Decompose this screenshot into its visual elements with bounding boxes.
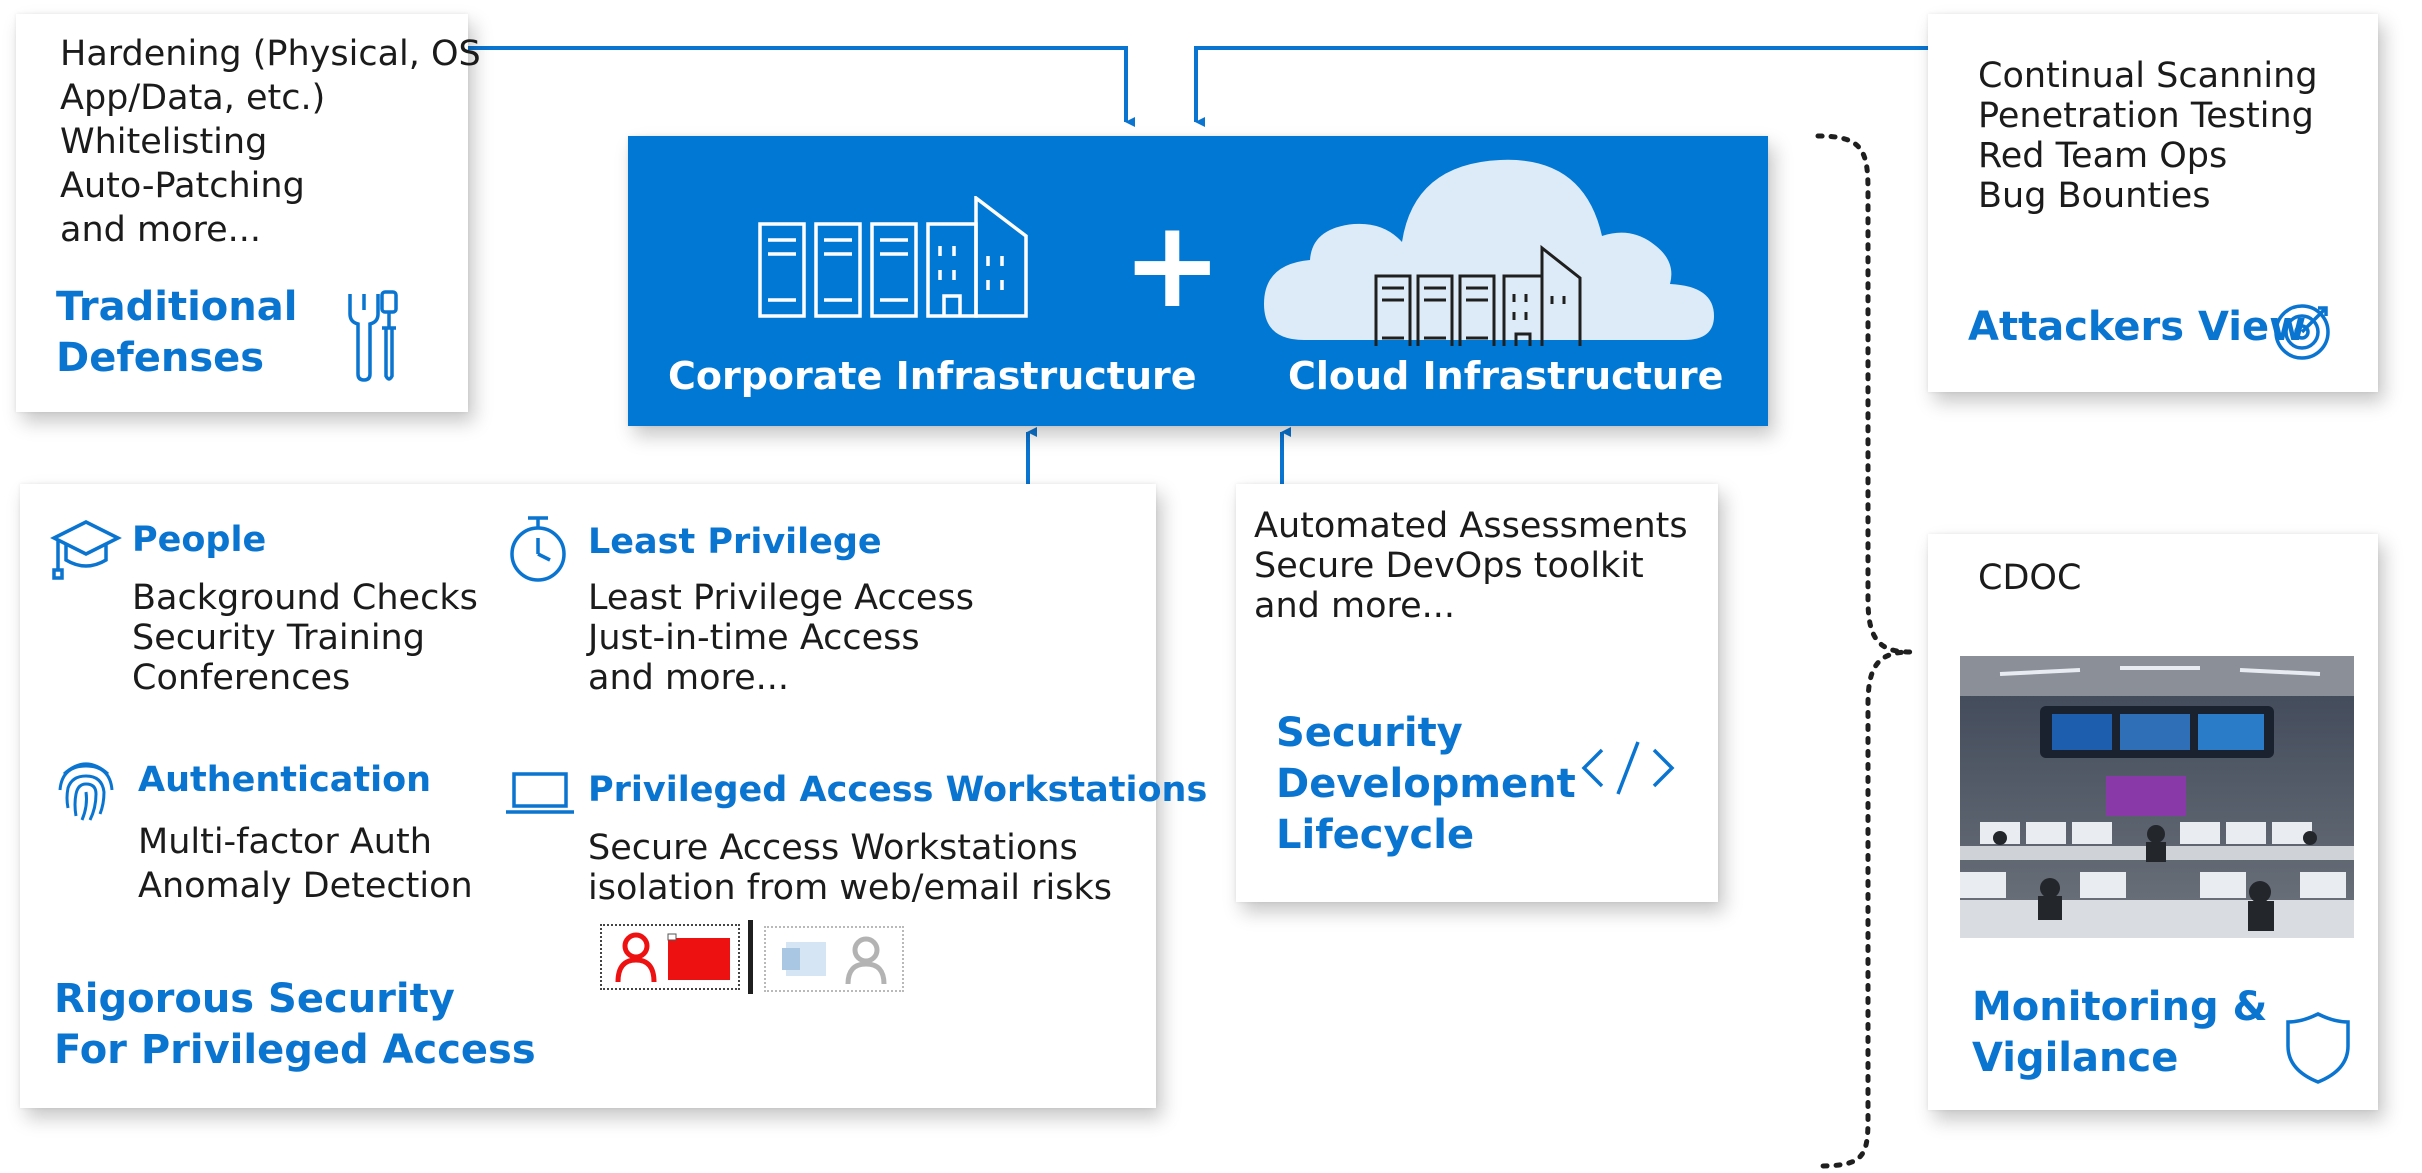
list-item: Auto-Patching: [60, 166, 305, 206]
least-privilege-list: Least Privilege Access Just-in-time Acce…: [588, 578, 974, 698]
list-item: Bug Bounties: [1978, 176, 2211, 216]
traditional-defenses-title: Traditional Defenses: [56, 282, 297, 384]
cdoc-photo: [1960, 656, 2354, 938]
attackers-view-card: Continual Scanning Penetration Testing R…: [1928, 14, 2378, 392]
list-item: Just-in-time Access: [588, 618, 920, 658]
attackers-view-title: Attackers View: [1968, 304, 2307, 350]
title-line: Vigilance: [1972, 1035, 2179, 1081]
plus-sign: +: [1122, 196, 1223, 335]
title-line: Rigorous Security: [54, 976, 455, 1022]
list-item: Red Team Ops: [1978, 136, 2228, 176]
list-item: Penetration Testing: [1978, 96, 2314, 136]
list-item: Secure DevOps toolkit: [1254, 546, 1644, 586]
monitoring-brace: [1815, 133, 1911, 1169]
target-icon: [2274, 304, 2330, 360]
sdl-title: Security Development Lifecycle: [1276, 708, 1576, 861]
list-item: Hardening (Physical, OS: [60, 34, 481, 74]
title-line: Monitoring &: [1972, 984, 2268, 1030]
authentication-title: Authentication: [138, 760, 432, 800]
list-item: Least Privilege Access: [588, 578, 974, 618]
corporate-infrastructure-label: Corporate Infrastructure: [668, 354, 1197, 398]
least-privilege-title: Least Privilege: [588, 522, 882, 562]
title-line: Traditional: [56, 284, 298, 330]
list-item: Automated Assessments: [1254, 506, 1688, 546]
graduation-cap-icon: [50, 520, 122, 580]
tools-icon: [348, 290, 398, 382]
sdl-list: Automated Assessments Secure DevOps tool…: [1254, 506, 1688, 626]
list-item: Whitelisting: [60, 122, 268, 162]
code-icon: [1581, 741, 1675, 795]
paw-admin-session-icon: [600, 924, 740, 990]
email-user-icon: [782, 936, 887, 985]
list-item: and more...: [60, 210, 262, 250]
privileged-access-card: People Background Checks Security Traini…: [20, 484, 1207, 1108]
title-line: Defenses: [56, 335, 265, 381]
people-title: People: [132, 520, 267, 560]
shield-icon: [2286, 1012, 2350, 1084]
paw-list: Secure Access Workstations isolation fro…: [588, 828, 1112, 908]
list-item: and more...: [588, 658, 790, 698]
monitoring-card: CDOC: [1928, 534, 2378, 1110]
laptop-icon: [506, 772, 574, 814]
list-item: Continual Scanning: [1978, 56, 2318, 96]
authentication-list: Multi-factor Auth Anomaly Detection: [138, 820, 473, 908]
traditional-defenses-list: Hardening (Physical, OS App/Data, etc.) …: [60, 32, 481, 252]
title-line: Development: [1276, 761, 1576, 807]
title-line: Lifecycle: [1276, 812, 1475, 858]
list-item: Background Checks: [132, 578, 478, 618]
attackers-view-list: Continual Scanning Penetration Testing R…: [1978, 56, 2318, 216]
fingerprint-icon: [58, 762, 114, 821]
connector-attackers: [1194, 46, 1930, 127]
cloud-infrastructure-label: Cloud Infrastructure: [1288, 354, 1724, 398]
isolation-divider: [748, 920, 753, 994]
list-item: Conferences: [132, 658, 351, 698]
stopwatch-icon: [510, 516, 566, 582]
sdl-card: Automated Assessments Secure DevOps tool…: [1236, 484, 1718, 902]
admin-user-icon: [615, 932, 730, 983]
list-item: App/Data, etc.): [60, 78, 326, 118]
cloud-icon: [1264, 159, 1714, 346]
corporate-buildings-icon: [758, 196, 1028, 318]
list-item: Multi-factor Auth: [138, 822, 432, 862]
list-item: Anomaly Detection: [138, 866, 473, 906]
title-line: For Privileged Access: [54, 1027, 536, 1073]
connector-traditional: [468, 46, 1135, 127]
list-item: Secure Access Workstations: [588, 828, 1078, 868]
cdoc-label: CDOC: [1978, 558, 2082, 598]
infrastructure-panel: + Corporate Infrastructure Cloud Infrast…: [628, 136, 1768, 426]
list-item: Security Training: [132, 618, 425, 658]
list-item: isolation from web/email risks: [588, 868, 1112, 908]
paw-user-session-icon: [764, 926, 904, 992]
list-item: and more...: [1254, 586, 1456, 626]
privileged-access-title: Rigorous Security For Privileged Access: [54, 974, 536, 1076]
people-list: Background Checks Security Training Conf…: [132, 578, 478, 698]
traditional-defenses-card: Hardening (Physical, OS App/Data, etc.) …: [16, 14, 481, 412]
title-line: Security: [1276, 710, 1463, 756]
paw-title: Privileged Access Workstations: [588, 770, 1208, 810]
monitoring-title: Monitoring & Vigilance: [1972, 982, 2267, 1084]
